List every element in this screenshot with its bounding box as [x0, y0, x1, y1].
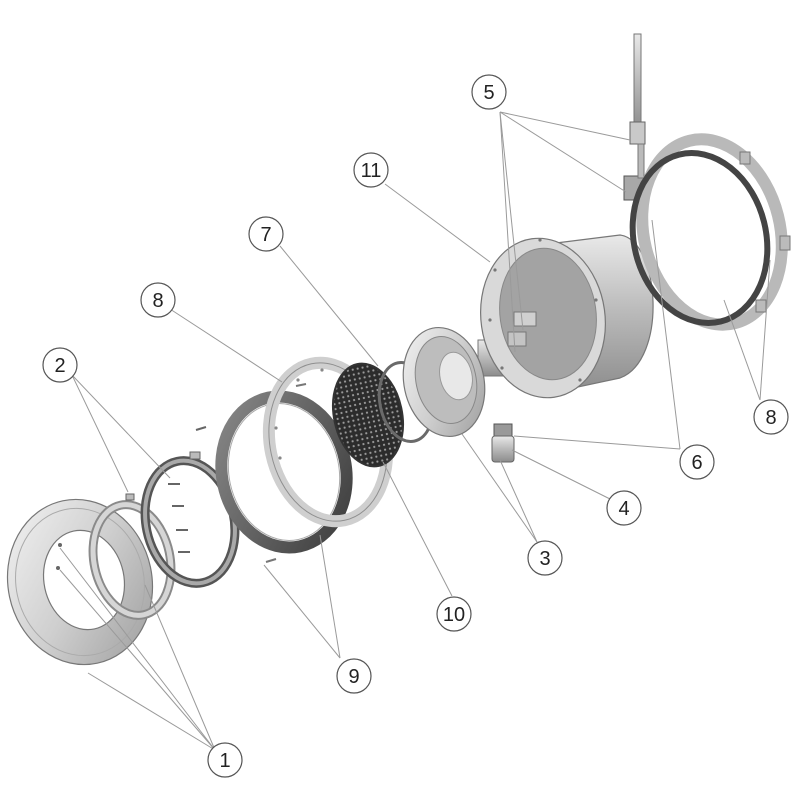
callout-8a: 8 [140, 282, 176, 318]
callout-3: 3 [527, 540, 563, 576]
callout-8a-label: 8 [152, 290, 163, 312]
callout-2-label: 2 [54, 355, 65, 377]
callout-3-label: 3 [539, 548, 550, 570]
part-3-4-cable-gland [491, 423, 515, 463]
callout-4: 4 [606, 490, 642, 526]
callout-7-label: 7 [260, 224, 271, 246]
callout-9-label: 9 [348, 666, 359, 688]
callout-1-label: 1 [219, 750, 230, 772]
leader-lines [59, 111, 771, 751]
callout-10-label: 10 [443, 604, 465, 626]
callout-11: 11 [353, 152, 389, 188]
callout-7: 7 [248, 216, 284, 252]
part-10-mesh-lens [332, 362, 404, 468]
trim-backing-ring [88, 500, 176, 620]
callout-2: 2 [42, 347, 78, 383]
part-5-conduit-fitting [623, 33, 647, 201]
part-8-rear-gasket [629, 133, 791, 331]
callout-8b-label: 8 [765, 407, 776, 429]
callout-11-label: 11 [361, 160, 382, 182]
callout-6-label: 6 [691, 452, 702, 474]
callout-8b: 8 [753, 399, 789, 435]
callout-10: 10 [436, 596, 472, 632]
callout-6: 6 [679, 444, 715, 480]
callout-4-label: 4 [618, 498, 629, 520]
callout-1: 1 [207, 742, 243, 778]
callout-9: 9 [336, 658, 372, 694]
part-11-niche-body [480, 234, 654, 399]
callout-5: 5 [471, 74, 507, 110]
callout-5-label: 5 [483, 82, 494, 104]
